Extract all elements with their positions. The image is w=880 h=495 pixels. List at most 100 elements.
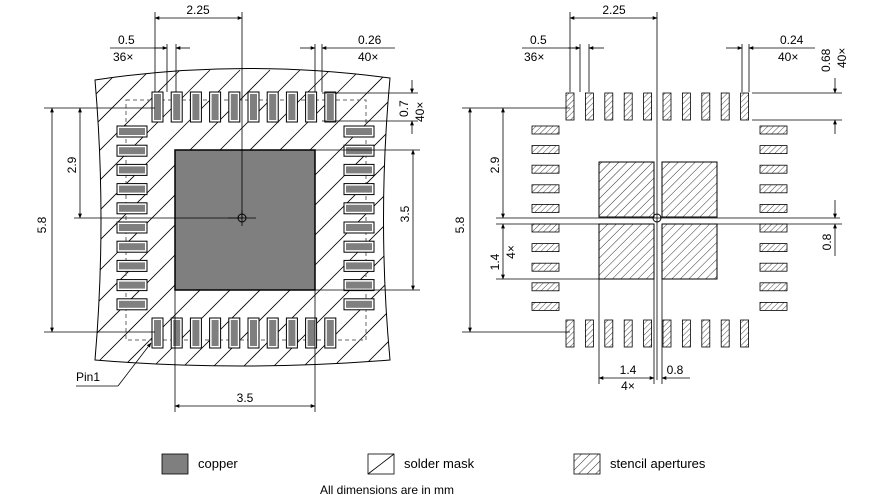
- stencil-pad-top: [565, 92, 575, 121]
- dim-pad-length-right-label: 0.68: [819, 48, 833, 72]
- pad-top: [285, 91, 298, 123]
- pad-left: [116, 240, 148, 253]
- stencil-pad-bottom: [720, 319, 730, 348]
- pad-bottom: [228, 317, 241, 349]
- stencil-pad-top: [662, 92, 672, 121]
- stencil-pad-right: [759, 125, 788, 135]
- dim-pad-gap: [300, 44, 395, 92]
- stencil-pad-top: [604, 92, 614, 121]
- dim-stencil-gap-label: 0.8: [820, 233, 834, 250]
- legend-stencil-label: stencil apertures: [610, 456, 706, 471]
- dim-bottom-width: [598, 279, 690, 384]
- stencil-pad-bottom: [565, 319, 575, 348]
- pin1-leader: [76, 342, 152, 387]
- pad-top: [228, 91, 241, 123]
- stencil-pad-top: [585, 92, 594, 121]
- stencil-pad-right: [759, 262, 788, 272]
- stencil-pad-left: [531, 203, 560, 213]
- dim-pad-length-count: 40×: [413, 102, 427, 122]
- dim-pad-gap-count: 40×: [358, 50, 378, 64]
- board-outline: [94, 68, 391, 367]
- stencil-pad-left: [531, 184, 560, 194]
- dim-bottom-width-count: 4×: [621, 379, 635, 393]
- pin1-label: Pin1: [76, 370, 100, 384]
- dim-pad-width-right: [522, 44, 604, 92]
- dim-height-label: 5.8: [35, 216, 49, 233]
- stencil-pad-right: [759, 243, 788, 253]
- pad-bottom: [285, 317, 298, 349]
- stencil-pad-top: [740, 92, 749, 121]
- dim-pad-length-label: 0.7: [397, 100, 411, 117]
- stencil-pad-right: [759, 282, 788, 292]
- pad-left: [116, 279, 148, 292]
- dim-bottom-gap-label: 0.8: [667, 363, 684, 377]
- dim-top-width-right: [569, 12, 658, 380]
- stencil-pad-left: [531, 301, 560, 311]
- stencil-pad-left: [531, 145, 560, 155]
- package-outline: [125, 99, 367, 341]
- dim-pad-gap-label: 0.26: [358, 33, 382, 47]
- dim-pad-length-right: [752, 78, 842, 134]
- pad-left: [116, 202, 148, 215]
- pad-right: [343, 240, 375, 253]
- dim-ep-height: [315, 149, 420, 291]
- stencil-pad-bottom: [604, 319, 614, 348]
- legend-copper-swatch: [161, 453, 189, 475]
- pad-right: [343, 183, 375, 196]
- stencil-pad-top: [623, 92, 633, 121]
- dim-top-width-label: 2.25: [186, 3, 210, 17]
- pad-right: [343, 221, 375, 234]
- pad-top: [151, 91, 164, 123]
- pad-bottom: [305, 317, 318, 349]
- pad-right: [343, 279, 375, 292]
- dim-top-width-right-label: 2.25: [602, 3, 626, 17]
- dim-stencil-height-label: 1.4: [488, 253, 502, 270]
- dim-pad-length-right-count: 40×: [835, 48, 849, 68]
- dim-pad-length: [322, 80, 418, 134]
- dim-half-height-label: 2.9: [65, 156, 79, 173]
- stencil-pad-left: [531, 282, 560, 292]
- dim-height-right-label: 5.8: [453, 216, 467, 233]
- stencil-pad-top: [720, 92, 730, 121]
- pad-bottom: [189, 317, 202, 349]
- dim-pad-width-right-count: 36×: [524, 50, 544, 64]
- dim-pad-width-label: 0.5: [118, 33, 135, 47]
- stencil-pad-bottom: [740, 319, 749, 348]
- pad-bottom: [209, 317, 222, 349]
- pad-right: [343, 298, 375, 311]
- dim-ep-width: [174, 290, 316, 412]
- dim-half-height-right: [496, 107, 840, 219]
- pad-left: [116, 163, 148, 176]
- pad-left: [116, 125, 148, 138]
- stencil-pad-bottom: [662, 319, 672, 348]
- dim-half-height-right-label: 2.9: [488, 156, 502, 173]
- pad-top: [266, 91, 279, 123]
- pad-right: [343, 163, 375, 176]
- legend-solder-mask-label: solder mask: [404, 456, 475, 471]
- stencil-pad-left: [531, 262, 560, 272]
- pad-top: [189, 91, 202, 123]
- pad-left: [116, 183, 148, 196]
- stencil-pad-right: [759, 184, 788, 194]
- dim-pad-gap-right-count: 40×: [778, 50, 798, 64]
- pad-left: [116, 221, 148, 234]
- pad-left: [116, 259, 148, 272]
- legend: copper solder mask stencil apertures All…: [161, 453, 706, 495]
- stencil-pad-left: [531, 223, 560, 233]
- dim-stencil-height: [496, 223, 599, 280]
- stencil-pad-left: [531, 164, 560, 174]
- pads-left-view: [116, 91, 375, 349]
- dim-pad-gap-right-label: 0.24: [780, 33, 804, 47]
- dim-ep-height-label: 3.5: [398, 205, 412, 222]
- stencil-pad-top: [682, 92, 691, 121]
- stencil-pad-left: [531, 125, 560, 135]
- dim-ep-width-label: 3.5: [237, 391, 254, 405]
- pad-bottom: [151, 317, 164, 349]
- stencil-apertures: [598, 161, 718, 280]
- stencil-pad-right: [759, 301, 788, 311]
- dim-stencil-height-count: 4×: [504, 245, 518, 259]
- pad-top: [209, 91, 222, 123]
- pad-top: [305, 91, 318, 123]
- dim-stencil-gap: [717, 200, 842, 256]
